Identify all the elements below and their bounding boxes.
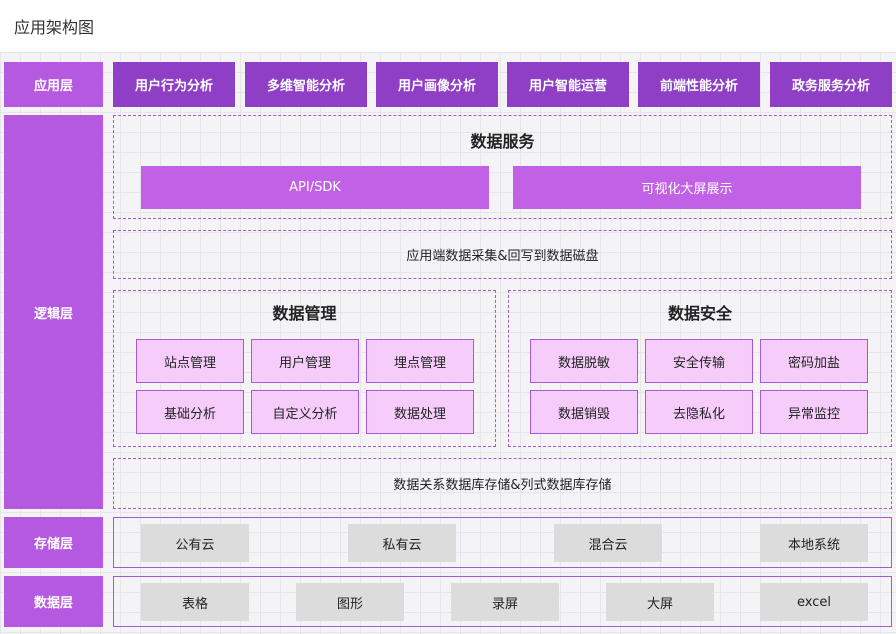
app-item: 用户行为分析 (113, 62, 235, 107)
management-tile: 自定义分析 (251, 390, 359, 434)
security-tile: 数据销毁 (530, 390, 638, 434)
management-tile: 用户管理 (251, 339, 359, 383)
security-tile: 密码加盐 (760, 339, 868, 383)
layer-label-data: 数据层 (4, 576, 103, 627)
service-item-visual-screen: 可视化大屏展示 (513, 166, 861, 209)
data-item: 大屏 (606, 583, 714, 621)
security-tile: 安全传输 (645, 339, 753, 383)
service-item-api-sdk: API/SDK (141, 166, 489, 209)
data-item: 表格 (141, 583, 249, 621)
data-management-box (113, 290, 496, 447)
app-item: 用户智能运营 (507, 62, 629, 107)
management-tile: 埋点管理 (366, 339, 474, 383)
app-item: 前端性能分析 (638, 62, 760, 107)
data-security-title: 数据安全 (667, 304, 732, 323)
storage-item: 私有云 (348, 524, 456, 562)
security-tile: 异常监控 (760, 390, 868, 434)
data-management-title: 数据管理 (272, 304, 337, 323)
layer-label-storage: 存储层 (4, 517, 103, 568)
layer-label-app: 应用层 (4, 62, 103, 107)
data-layer-box (113, 576, 892, 627)
database-strip: 数据关系数据库存储&列式数据库存储 (113, 458, 892, 509)
storage-layer-box (113, 517, 892, 568)
layer-label-logic: 逻辑层 (4, 115, 103, 509)
storage-item: 公有云 (141, 524, 249, 562)
data-item: 录屏 (451, 583, 559, 621)
management-tile: 站点管理 (136, 339, 244, 383)
data-item: 图形 (296, 583, 404, 621)
data-service-box (113, 115, 892, 219)
security-tile: 去隐私化 (645, 390, 753, 434)
storage-item: 本地系统 (760, 524, 868, 562)
page-title: 应用架构图 (14, 18, 95, 37)
data-service-title: 数据服务 (470, 132, 535, 151)
app-item: 政务服务分析 (770, 62, 892, 107)
management-tile: 数据处理 (366, 390, 474, 434)
security-tile: 数据脱敏 (530, 339, 638, 383)
data-security-box (508, 290, 892, 447)
collect-strip: 应用端数据采集&回写到数据磁盘 (113, 230, 892, 279)
app-item: 用户画像分析 (376, 62, 498, 107)
management-tile: 基础分析 (136, 390, 244, 434)
app-item: 多维智能分析 (245, 62, 367, 107)
data-item: excel (760, 583, 868, 621)
storage-item: 混合云 (554, 524, 662, 562)
